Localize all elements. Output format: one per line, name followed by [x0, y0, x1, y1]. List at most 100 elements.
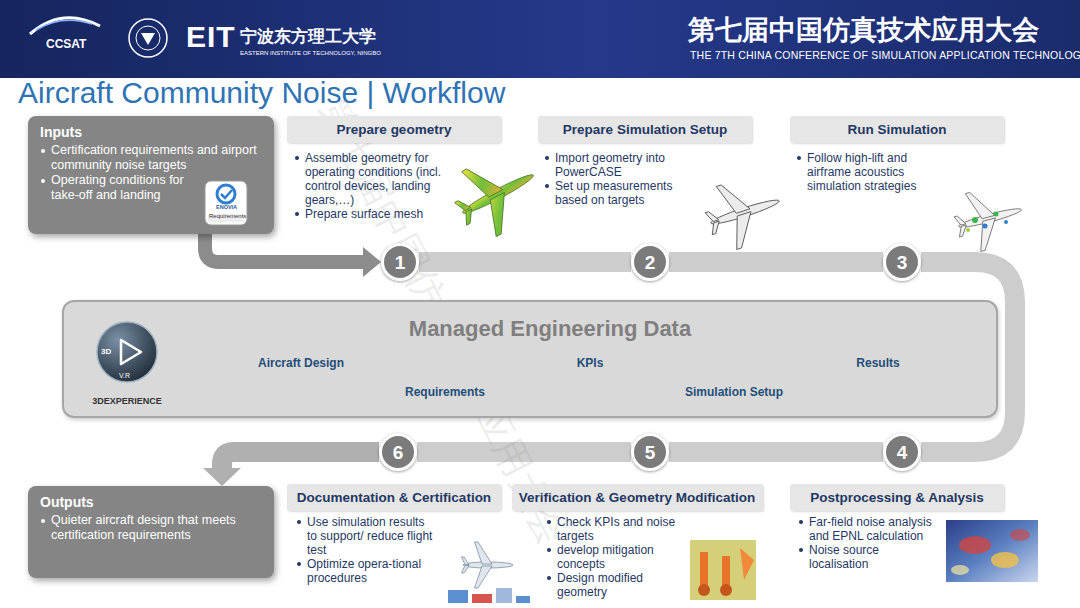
bullet-list: Use simulation results to support/ reduc… [296, 515, 436, 585]
landing-gear-model [740, 548, 754, 580]
bullet-dot [545, 184, 549, 188]
step-number-circle: 6 [379, 433, 417, 471]
ccsat-logo [30, 18, 100, 34]
landing-gear-model [690, 540, 756, 600]
step-number-circle: 3 [883, 243, 921, 281]
bullet-dot [799, 548, 803, 552]
bullet-item: Far-field noise analysis and EPNL calcul… [798, 515, 938, 543]
noise-map [951, 565, 969, 575]
bullet-item: Optimize opera-tional procedures [296, 557, 436, 585]
step-header: Prepare Simulation SetupImport geometry … [538, 116, 752, 143]
landing-gear-model [722, 556, 730, 586]
bullet-item: Certification requirements and airport c… [40, 143, 262, 173]
hub-label: 3DEXPERIENCE [92, 396, 162, 406]
data-hub-panel: Managed Engineering DataAircraft DesignK… [62, 300, 998, 418]
input-arrow [205, 234, 363, 262]
icon-text: ENOVIA [216, 204, 237, 210]
logo-text: 3D [101, 347, 111, 356]
logo-text: EASTERN INSTITUTE OF TECHNOLOGY, NINGBO [240, 50, 381, 57]
platform-logo [121, 340, 141, 364]
step-title: Verification & Geometry Modification [519, 490, 755, 505]
bullet-dot [295, 156, 299, 160]
flow-band [669, 252, 883, 272]
bullet-text: Quieter aircraft design that meets certi… [51, 513, 236, 542]
step-header: Documentation & CertificationUse simulat… [287, 484, 501, 511]
step-number: 5 [645, 443, 656, 462]
bullet-list: Far-field noise analysis and EPNL calcul… [798, 515, 938, 571]
requirements-icon [205, 181, 247, 225]
bullet-dot [41, 519, 45, 523]
flow-band [669, 442, 883, 462]
step-number-circle: 5 [631, 433, 669, 471]
landing-gear-model [700, 552, 708, 586]
slide-title: Aircraft Community Noise | Workflow [18, 76, 505, 111]
certification-figure [472, 594, 492, 603]
bullet-dot [41, 179, 45, 183]
bullet-item: Assemble geometry for operating conditio… [294, 151, 449, 207]
landing-gear-model [690, 540, 756, 600]
output-panel: OutputsQuieter aircraft design that meet… [28, 486, 274, 578]
bullet-item: Check KPIs and noise targets [546, 515, 681, 543]
bullet-item: Quieter aircraft design that meets certi… [40, 513, 262, 543]
bullet-text: Set up measurements based on targets [555, 179, 672, 207]
bullet-item: Operating conditions for take-off and la… [40, 173, 200, 203]
hub-label: Simulation Setup [685, 386, 783, 400]
hub-label: Results [856, 357, 899, 371]
bullet-dot [297, 562, 301, 566]
panel-heading: Inputs [40, 123, 262, 141]
bullet-item: Use simulation results to support/ reduc… [296, 515, 436, 557]
bullet-dot [295, 212, 299, 216]
bullet-dot [41, 149, 45, 153]
ccsat-logo [30, 18, 100, 34]
step-number: 6 [393, 443, 404, 462]
step-title: Run Simulation [848, 122, 947, 137]
bullet-item: Set up measurements based on targets [544, 179, 694, 207]
noise-map [946, 520, 1038, 582]
step-title: Postprocessing & Analysis [810, 490, 984, 505]
bullet-text: Prepare surface mesh [305, 207, 423, 221]
step-title: Prepare geometry [337, 122, 452, 137]
bullet-text: Operating conditions for take-off and la… [51, 173, 184, 202]
conference-subtitle: THE 7TH CHINA CONFERENCE OF SIMULATION A… [690, 49, 1080, 61]
certification-figure [496, 588, 512, 603]
bullet-list: Check KPIs and noise targetsdevelop miti… [546, 515, 681, 599]
bullet-list: Import geometry into PowerCASESet up mea… [544, 151, 694, 207]
bullet-dot [797, 156, 801, 160]
bullet-item: develop mitigation concepts [546, 543, 681, 571]
bullet-text: develop mitigation concepts [557, 543, 654, 571]
plane-illustration [949, 181, 1029, 256]
logo-text: EIT [186, 20, 236, 55]
noise-map [959, 536, 991, 554]
header-band [0, 0, 1080, 78]
ccsat-logo [36, 20, 92, 30]
certification-figure [448, 590, 468, 603]
noise-map [946, 520, 1038, 582]
step-title: Prepare Simulation Setup [563, 122, 727, 137]
plane-illustration [972, 217, 978, 223]
bullet-dot [547, 520, 551, 524]
step-number-circle: 1 [381, 243, 419, 281]
bullet-dot [547, 576, 551, 580]
bullet-dot [799, 520, 803, 524]
bullet-text: Follow high-lift and airframe acoustics … [807, 151, 916, 193]
plane-illustration [994, 212, 999, 217]
step-number: 1 [395, 253, 406, 272]
bullet-dot [545, 156, 549, 160]
platform-logo [97, 322, 157, 382]
flow-band [419, 252, 631, 272]
certification-figure [462, 542, 514, 588]
bullet-dot [297, 520, 301, 524]
logo-text: CCSAT [46, 38, 86, 52]
hub-label: KPIs [577, 357, 604, 371]
step-header: Verification & Geometry ModificationChec… [512, 484, 763, 511]
bullet-item: Prepare surface mesh [294, 207, 449, 221]
certification-figure [516, 596, 530, 603]
conference-title: 第七届中国仿真技术应用大会 [688, 15, 1039, 46]
step-header: Prepare geometryAssemble geometry for op… [287, 116, 501, 143]
university-seal [136, 26, 160, 50]
plane-illustration [983, 224, 988, 229]
plane-illustration [698, 169, 789, 255]
bullet-item: Noise source localisation [798, 543, 938, 571]
step-title: Documentation & Certification [297, 490, 491, 505]
hub-label: Managed Engineering Data [409, 316, 691, 341]
